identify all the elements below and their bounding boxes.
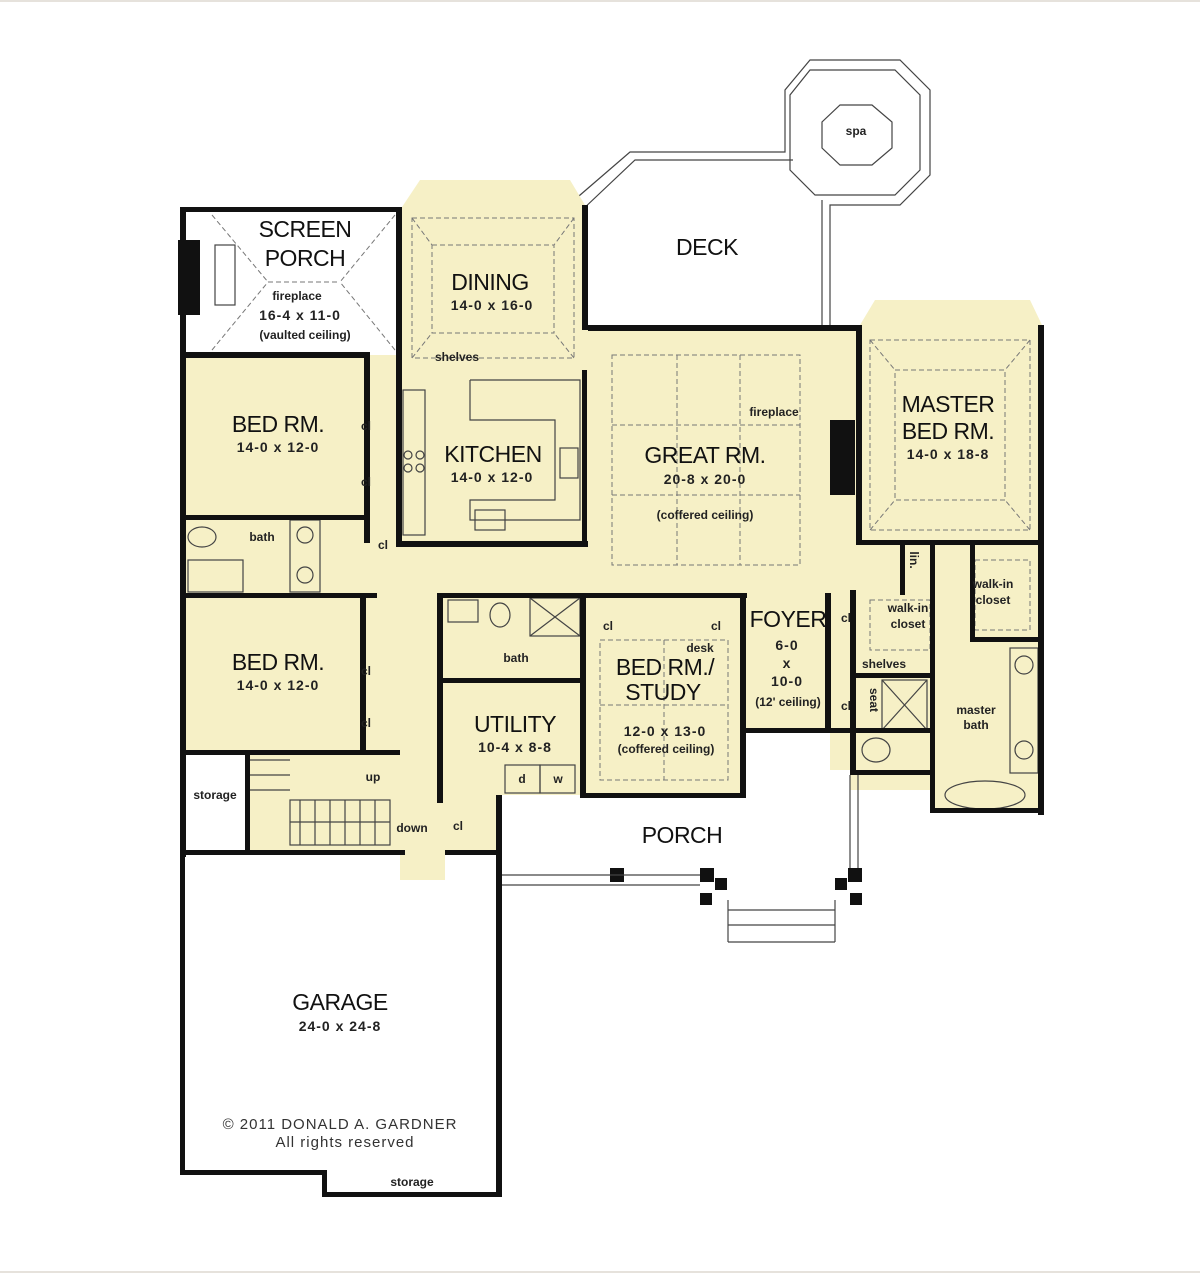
seat-label: seat [867, 688, 881, 712]
walkin-2-label: walk-in [972, 577, 1014, 591]
room-labels: SCREEN PORCH fireplace 16-4 x 11-0 (vaul… [193, 124, 1013, 1189]
dining-size: 14-0 x 16-0 [451, 297, 534, 313]
kitchen-size: 14-0 x 12-0 [451, 469, 534, 485]
great-room-ceiling: (coffered ceiling) [657, 508, 754, 522]
great-room-size: 20-8 x 20-0 [664, 471, 747, 487]
closet-label: cl [361, 716, 371, 730]
great-room-label: GREAT RM. [644, 442, 765, 468]
closet-label: cl [841, 699, 851, 713]
stairs-down-label: down [396, 821, 427, 835]
porch-label: PORCH [642, 822, 723, 848]
fixtures [187, 244, 1039, 810]
closet-label: cl [841, 611, 851, 625]
foyer-label: FOYER [750, 606, 827, 632]
master-bed-label-2: BED RM. [902, 418, 994, 444]
spa-octagon [821, 104, 893, 166]
closet-label: cl [453, 819, 463, 833]
bath-left-label: bath [249, 530, 274, 544]
walls [178, 205, 1044, 1197]
bed-2-size: 14-0 x 12-0 [237, 677, 320, 693]
bed-1-size: 14-0 x 12-0 [237, 439, 320, 455]
foyer-size-1: 6-0 [775, 637, 798, 653]
storage-bottom-label: storage [390, 1175, 434, 1189]
storage-left-label: storage [193, 788, 237, 802]
master-bath-label: master [956, 703, 996, 717]
screen-porch-ceiling: (vaulted ceiling) [259, 328, 350, 342]
study-ceiling: (coffered ceiling) [618, 742, 715, 756]
foyer-size-x: x [783, 655, 792, 671]
spa-label: spa [846, 124, 867, 138]
foyer-ceiling: (12' ceiling) [755, 695, 821, 709]
coffer-lines [411, 217, 1031, 781]
porch-vault-lines [211, 214, 396, 351]
fireplace-label: fireplace [272, 289, 322, 303]
utility-label: UTILITY [474, 711, 556, 737]
copyright-line-2: All rights reserved [275, 1134, 414, 1151]
shelves-label: shelves [435, 350, 479, 364]
porch-rails [502, 775, 859, 943]
study-size: 12-0 x 13-0 [624, 723, 707, 739]
garage-size: 24-0 x 24-8 [299, 1018, 382, 1034]
study-label-2: STUDY [625, 679, 701, 705]
foyer-size-2: 10-0 [771, 673, 803, 689]
washer-label: w [552, 772, 563, 786]
screen-porch-label: SCREEN [259, 216, 352, 242]
great-room-fireplace: fireplace [749, 405, 799, 419]
utility-size: 10-4 x 8-8 [478, 739, 552, 755]
bed-2-label: BED RM. [232, 649, 324, 675]
stairs [250, 759, 391, 846]
closet-label: cl [361, 475, 371, 489]
walkin-1-label-2: closet [891, 617, 926, 631]
copyright-line-1: © 2011 DONALD A. GARDNER [223, 1116, 458, 1133]
desk-label: desk [686, 641, 714, 655]
study-label: BED RM./ [616, 654, 715, 680]
dining-label: DINING [451, 269, 529, 295]
walkin-2-label-2: closet [976, 593, 1011, 607]
master-bath-label-2: bath [963, 718, 988, 732]
master-bed-label: MASTER [902, 391, 995, 417]
closet-label: cl [361, 664, 371, 678]
bed-1-label: BED RM. [232, 411, 324, 437]
walkin-1-label: walk-in [887, 601, 929, 615]
closet-label: cl [711, 619, 721, 633]
garage-label: GARAGE [292, 989, 388, 1015]
master-bed-size: 14-0 x 18-8 [907, 446, 990, 462]
linen-label: lin. [907, 551, 921, 568]
deck-label: DECK [676, 234, 739, 260]
dryer-label: d [518, 772, 525, 786]
closet-label: cl [378, 538, 388, 552]
closet-label: cl [361, 419, 371, 433]
deck-outline [564, 59, 931, 330]
screen-porch-label-2: PORCH [265, 245, 346, 271]
kitchen-counters [402, 379, 581, 536]
kitchen-label: KITCHEN [444, 441, 541, 467]
screen-porch-size: 16-4 x 11-0 [259, 307, 341, 323]
stairs-up-label: up [366, 770, 381, 784]
screen-porch-area [182, 210, 400, 355]
foyer-shelves-label: shelves [862, 657, 906, 671]
closet-label: cl [603, 619, 613, 633]
bath-center-label: bath [503, 651, 528, 665]
